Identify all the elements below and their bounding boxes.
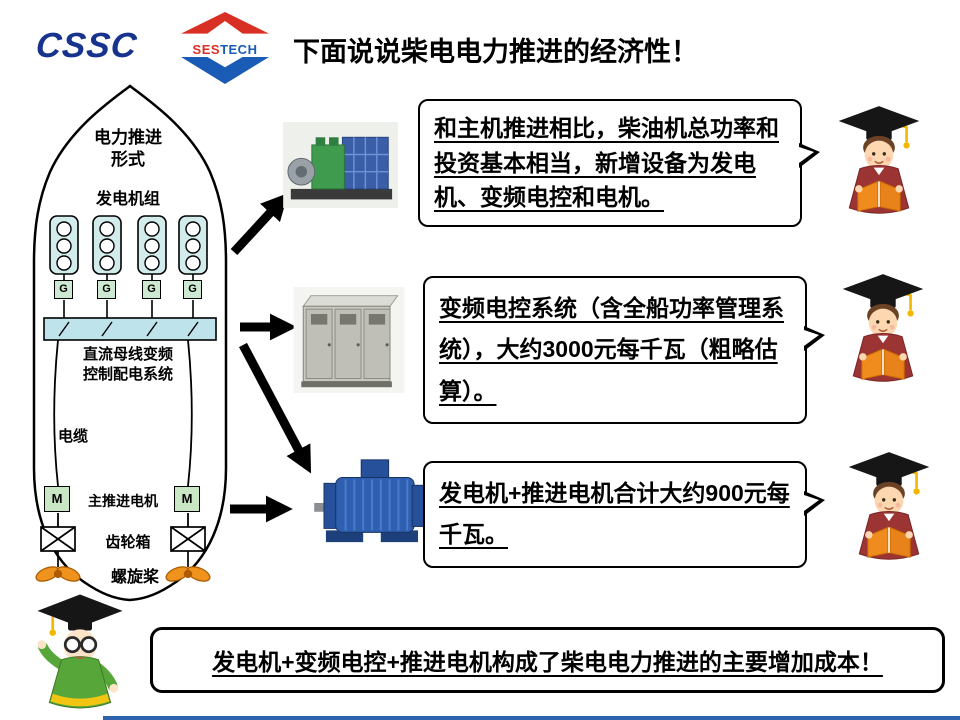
busbar-switch-marks (58, 321, 199, 337)
motor-m-box: M (174, 486, 200, 512)
generator-g-box: G (183, 280, 202, 299)
sestech-tech-text: TECH (220, 42, 258, 57)
bubble-2-tail (804, 326, 825, 351)
speech-bubble-2: 变频电控系统（含全船功率管理系统），大约3000元每千瓦（粗略估算）。 (423, 276, 825, 425)
generator-g-box: G (54, 280, 73, 299)
cables (53, 339, 193, 527)
mentor-character (20, 592, 140, 720)
graduate-character-3 (836, 450, 942, 577)
generator-g-box: G (97, 280, 116, 299)
generator-g-box: G (142, 280, 161, 299)
propulsion-form-label: 电力推进 形式 (94, 128, 162, 170)
conclusion-text: 发电机+变频电控+推进电机构成了柴电电力推进的主要增加成本！ (212, 649, 883, 675)
motor-m-box: M (44, 486, 70, 512)
propellers (35, 566, 211, 582)
sestech-wordmark: SES TECH (181, 42, 269, 57)
generator-units (49, 215, 208, 275)
cssc-logo: CSSC (34, 26, 140, 65)
graduate-character-1 (826, 104, 932, 231)
vfd-cabinet-photo (293, 287, 405, 398)
bubble-3-text: 发电机+推进电机合计大约900元每千瓦。 (439, 480, 790, 548)
bubble-2-text: 变频电控系统（含全船功率管理系统），大约3000元每千瓦（粗略估算）。 (439, 295, 784, 404)
arrow-to-genset-photo (230, 193, 289, 256)
cable-label: 电缆 (57, 428, 88, 445)
gearboxes (40, 526, 206, 567)
graduate-character-2 (830, 272, 936, 399)
sestech-keel-icon (181, 57, 269, 84)
gearbox-label: 齿轮箱 (105, 534, 151, 551)
sestech-logo: SES TECH (181, 12, 269, 84)
propeller-label: 螺旋桨 (110, 569, 159, 586)
dc-busbar (43, 317, 217, 341)
propulsion-motor-photo (312, 452, 430, 553)
slide-title: 下面说说柴电电力推进的经济性！ (293, 37, 698, 67)
bottom-accent-rule (103, 716, 960, 720)
sestech-roof-icon (181, 12, 269, 34)
speech-bubble-1: 和主机推进相比，柴油机总功率和投资基本相当，新增设备为发电机、变频电控和电机。 (418, 99, 820, 227)
flow-arrows (230, 193, 312, 523)
bubble-3-tail (804, 491, 825, 516)
ship-hull (32, 84, 228, 602)
connection-lines (63, 274, 194, 318)
propulsion-motor-label: 主推进电机 (88, 493, 158, 509)
genset-photo (283, 122, 398, 213)
dc-bus-system-label: 直流母线变频 控制配电系统 (82, 346, 173, 384)
speech-bubble-3: 发电机+推进电机合计大约900元每千瓦。 (423, 461, 825, 568)
bubble-1-tail (799, 143, 820, 168)
genset-label: 发电机组 (95, 191, 160, 208)
conclusion-box: 发电机+变频电控+推进电机构成了柴电电力推进的主要增加成本！ (150, 627, 945, 693)
bubble-1-text: 和主机推进相比，柴油机总功率和投资基本相当，新增设备为发电机、变频电控和电机。 (434, 115, 779, 210)
sestech-ses-text: SES (192, 42, 221, 57)
arrow-bus-to-motor-photo (239, 342, 312, 474)
